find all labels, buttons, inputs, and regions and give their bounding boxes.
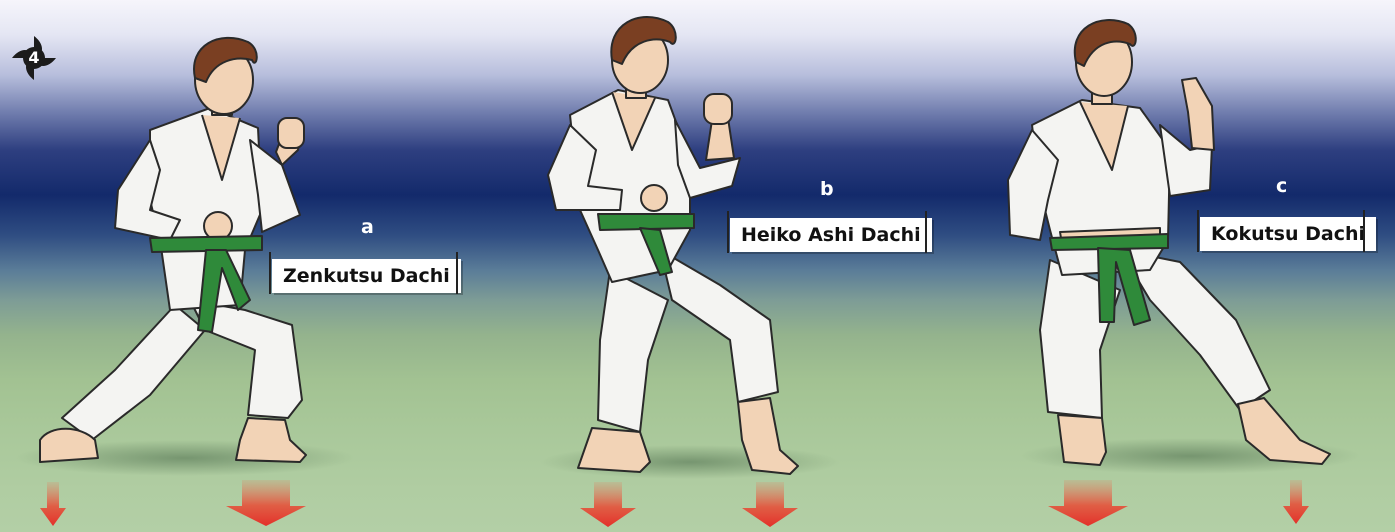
label-bracket	[269, 252, 271, 294]
stance-letter-a: a	[361, 218, 374, 237]
stance-label-heiko-ashi-dachi: Heiko Ashi Dachi	[730, 218, 932, 252]
weight-arrow-small	[1283, 480, 1309, 524]
stance-label-kokutsu-dachi: Kokutsu Dachi	[1200, 217, 1376, 251]
step-number: 4	[10, 34, 58, 82]
stance-letter-c: c	[1276, 177, 1287, 196]
stance-label-zenkutsu-dachi: Zenkutsu Dachi	[272, 259, 461, 293]
label-bracket	[925, 211, 927, 253]
step-badge: 4	[10, 34, 58, 82]
weight-arrow-small	[40, 482, 66, 526]
weight-arrow-medium	[580, 482, 636, 527]
label-bracket	[727, 211, 729, 253]
weight-arrow-medium	[742, 482, 798, 527]
label-bracket	[1363, 210, 1365, 252]
label-bracket	[1197, 210, 1199, 252]
weight-arrow-large	[226, 480, 306, 526]
karateka-figure-zenkutsu-dachi	[40, 38, 306, 462]
label-bracket	[456, 252, 458, 294]
weight-arrows	[40, 480, 1309, 527]
stance-letter-b: b	[820, 180, 834, 199]
weight-arrow-large	[1048, 480, 1128, 526]
